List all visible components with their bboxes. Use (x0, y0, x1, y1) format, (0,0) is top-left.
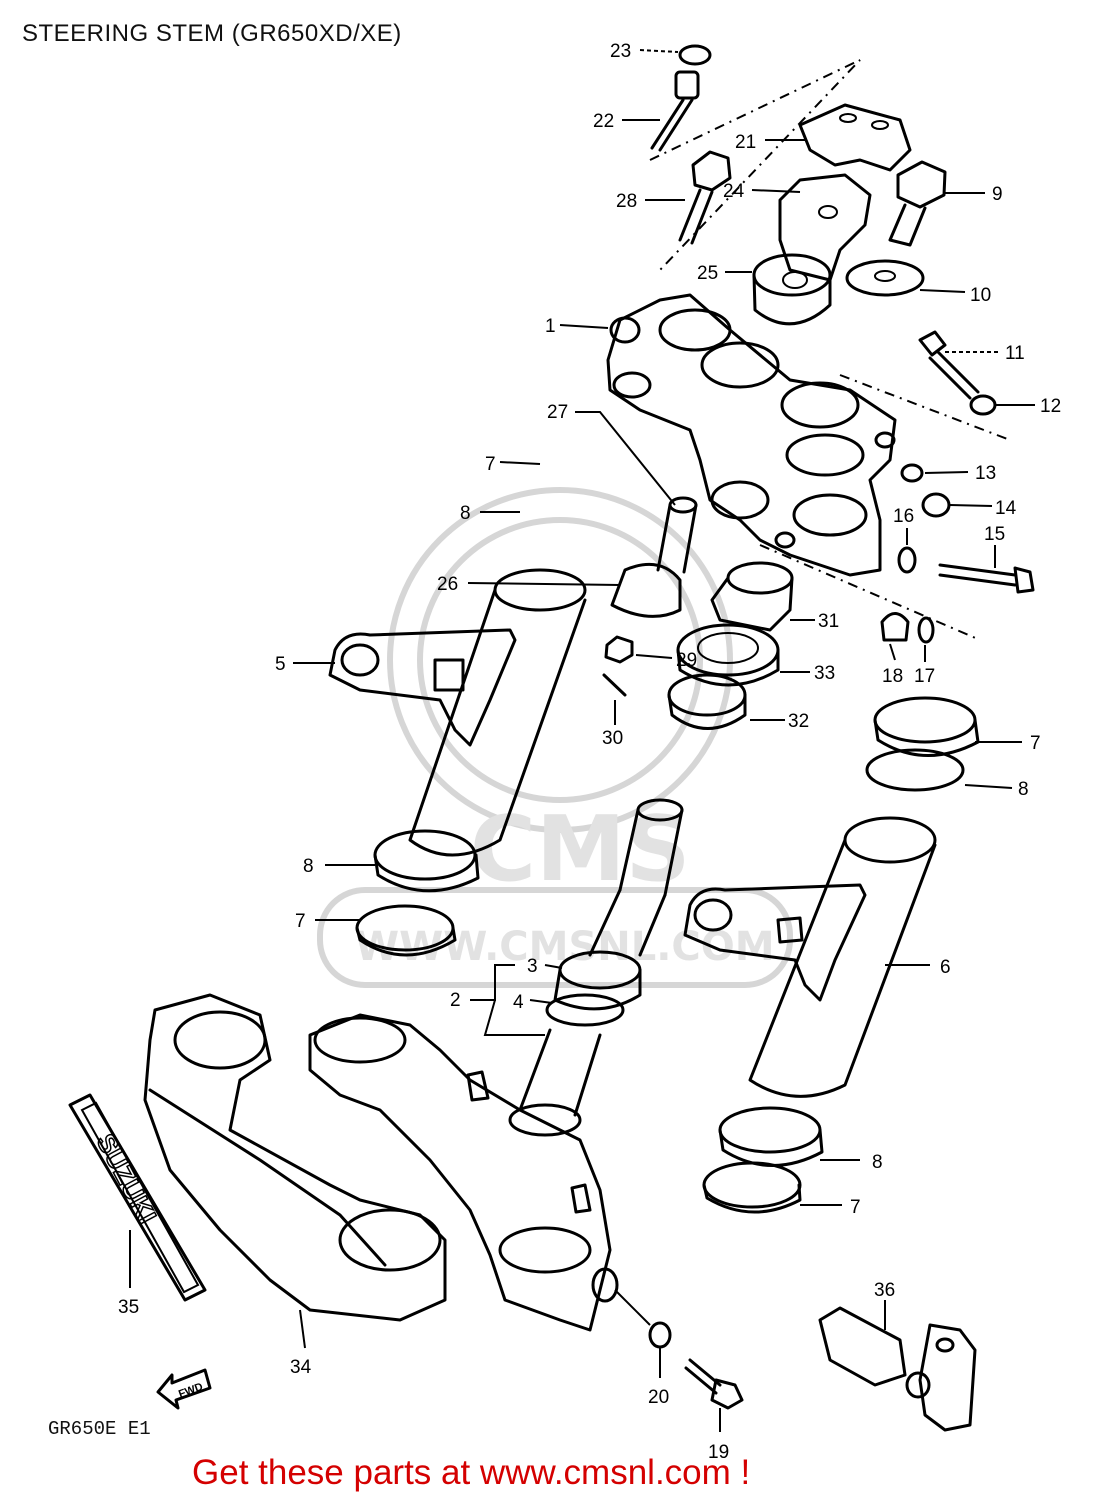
bolt-9 (888, 160, 947, 247)
callout-20: 20 (648, 1387, 669, 1408)
callout-29: 29 (676, 650, 697, 671)
callout-11: 11 (1005, 343, 1025, 364)
washer-13 (900, 463, 924, 483)
watermark: CMS WWW.CMSNL.COM (317, 487, 793, 988)
fwd-arrow-icon: FWD (156, 1368, 212, 1410)
callout-19: 19 (708, 1442, 729, 1463)
emblem-text: SUZUKI (91, 1129, 163, 1229)
callout-9: 9 (992, 184, 1003, 205)
callout-30: 30 (602, 728, 623, 749)
pin-30 (602, 673, 627, 697)
callout-31: 31 (818, 611, 839, 632)
callout-22: 22 (593, 111, 614, 132)
fork-cover-6 (683, 816, 937, 1098)
bolt-15 (938, 563, 1035, 594)
footer-promo-link[interactable]: Get these parts at www.cmsnl.com ! (192, 1453, 751, 1492)
washer-16 (897, 546, 917, 574)
callout-5: 5 (275, 654, 286, 675)
fwd-text: FWD (177, 1381, 205, 1401)
callout-10: 10 (970, 285, 991, 306)
dust-seal-33 (676, 623, 780, 687)
callout-3: 3 (527, 956, 538, 977)
callout-15: 15 (984, 524, 1005, 545)
page-title: STEERING STEM (GR650XD/XE) (22, 20, 402, 47)
callout-18: 18 (882, 666, 903, 687)
callout-16: 16 (893, 506, 914, 527)
suzuki-emblem: SUZUKI (68, 1093, 207, 1302)
steering-stem (518, 798, 684, 1117)
callout-7-upper-left: 7 (485, 454, 496, 475)
callout-8: 8 (1018, 779, 1029, 800)
callout-7: 7 (1030, 733, 1041, 754)
ring-set-lower-right (702, 1106, 824, 1214)
bearing-32 (667, 673, 747, 730)
callout-28: 28 (616, 191, 637, 212)
callout-21: 21 (735, 132, 756, 153)
callout-36: 36 (874, 1280, 895, 1301)
callout-17: 17 (914, 666, 935, 687)
bolt-22 (650, 70, 700, 152)
stem-crown (308, 1013, 619, 1332)
callout-14: 14 (995, 498, 1017, 519)
callout-8-left: 8 (303, 856, 314, 877)
washer-12 (969, 394, 997, 416)
handlebar-clamp-cap (798, 103, 912, 172)
bolt-28 (678, 150, 732, 245)
callout-27: 27 (547, 402, 568, 423)
nut-29 (604, 635, 634, 664)
watermark-logo-text: CMS (470, 797, 690, 902)
callout-8-upper-left: 8 (460, 503, 471, 524)
upper-bracket (606, 293, 897, 577)
fork-cover-5 (328, 568, 587, 857)
callout-2: 2 (450, 990, 461, 1011)
washer-17 (917, 616, 935, 644)
callout-1: 1 (545, 316, 556, 337)
callout-7-left: 7 (295, 911, 306, 932)
cap-plug-23 (678, 44, 712, 66)
ring-set-left (355, 829, 480, 957)
callout-26: 26 (437, 574, 458, 595)
bolt-19 (684, 1358, 744, 1410)
callout-23: 23 (610, 41, 631, 62)
ring-set-upper-right (865, 696, 980, 792)
bushing-26 (610, 562, 682, 618)
steering-lock (818, 1306, 977, 1432)
callout-6: 6 (940, 957, 951, 978)
cushion-25 (752, 253, 832, 326)
callout-24: 24 (723, 181, 745, 202)
callout-8-lower-right: 8 (872, 1152, 883, 1173)
callout-32: 32 (788, 711, 809, 732)
nut-18 (880, 612, 910, 642)
callout-25: 25 (697, 263, 718, 284)
bolt-11 (918, 330, 980, 400)
callout-12: 12 (1040, 396, 1061, 417)
washer-20 (648, 1321, 672, 1349)
callout-34: 34 (290, 1357, 312, 1378)
callout-13: 13 (975, 463, 996, 484)
collar-27 (656, 496, 698, 574)
nut-31 (710, 561, 794, 632)
alignment-lines (649, 59, 1011, 641)
leader-lines (129, 49, 1035, 1432)
washer-10 (845, 259, 925, 297)
lower-bracket (143, 993, 447, 1322)
callout-35: 35 (118, 1297, 139, 1318)
diagram-code: GR650E E1 (48, 1418, 151, 1440)
callout-labels: 1 2 3 4 5 6 7 8 9 10 11 12 13 14 15 16 1… (118, 41, 1061, 1463)
nut-14 (921, 492, 951, 518)
callout-33: 33 (814, 663, 835, 684)
callout-4: 4 (513, 992, 524, 1013)
callout-7-lower-right: 7 (850, 1197, 861, 1218)
